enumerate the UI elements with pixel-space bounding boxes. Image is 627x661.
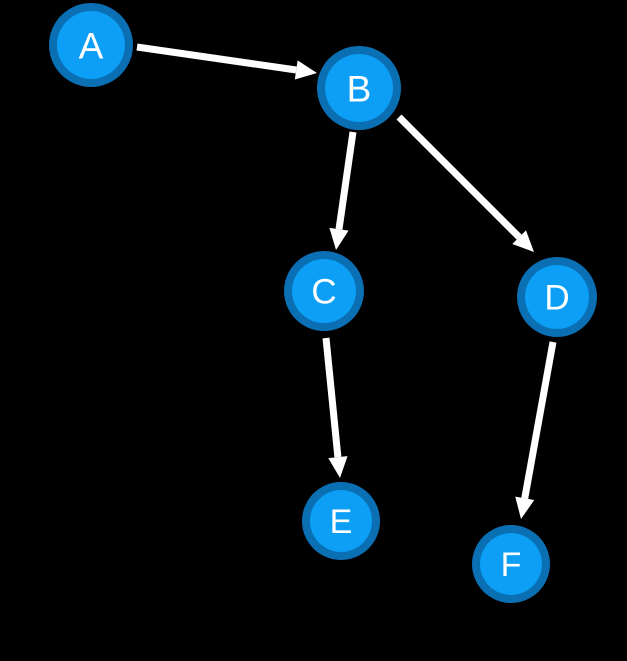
edge-b-to-c bbox=[329, 131, 357, 250]
edge-c-to-e bbox=[322, 337, 348, 478]
node-label: A bbox=[79, 26, 104, 67]
arrowhead-icon bbox=[512, 230, 534, 252]
node-label: F bbox=[501, 546, 522, 584]
node-fill bbox=[480, 533, 542, 595]
nodes-layer: A B C D E F bbox=[49, 3, 597, 603]
edge-line bbox=[322, 337, 342, 458]
node-fill bbox=[525, 265, 589, 329]
node-label: C bbox=[311, 273, 336, 312]
edge-a-to-b bbox=[136, 43, 317, 80]
arrowhead-icon bbox=[329, 227, 349, 250]
node-fill bbox=[57, 11, 125, 79]
edge-d-to-f bbox=[515, 341, 557, 519]
arrowhead-icon bbox=[515, 496, 535, 519]
graph-node-b[interactable]: B bbox=[317, 46, 401, 130]
node-fill bbox=[325, 54, 393, 122]
edges-layer bbox=[136, 43, 557, 519]
edge-line bbox=[335, 131, 357, 230]
edge-line bbox=[136, 43, 297, 74]
arrowhead-icon bbox=[328, 456, 348, 478]
edge-line bbox=[521, 341, 557, 499]
node-label: B bbox=[347, 69, 372, 110]
graph-node-a[interactable]: A bbox=[49, 3, 133, 87]
node-fill bbox=[310, 490, 372, 552]
node-label: D bbox=[544, 279, 569, 318]
edge-b-to-d bbox=[396, 114, 534, 252]
node-label: E bbox=[330, 503, 353, 541]
graph-node-d[interactable]: D bbox=[517, 257, 597, 337]
graph-node-f[interactable]: F bbox=[472, 525, 550, 603]
graph-node-c[interactable]: C bbox=[284, 251, 364, 331]
edge-line bbox=[396, 114, 522, 240]
graph-node-e[interactable]: E bbox=[302, 482, 380, 560]
arrowhead-icon bbox=[294, 60, 317, 80]
node-fill bbox=[292, 259, 356, 323]
